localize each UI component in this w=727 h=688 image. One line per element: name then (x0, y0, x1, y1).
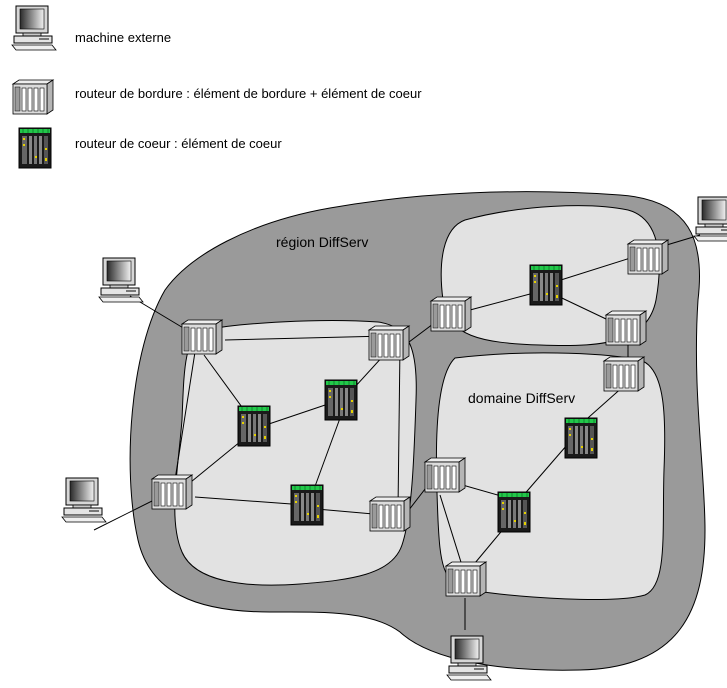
edge-router (445, 561, 487, 597)
external-machine-top-left (98, 257, 144, 303)
edge-router (369, 496, 411, 532)
core-router (324, 379, 358, 421)
core-router (497, 491, 531, 533)
legend-item-edge-router: routeur de bordure : élément de bordure … (12, 79, 422, 115)
edge-router (181, 319, 223, 355)
core-router (564, 417, 598, 459)
edge-router (151, 474, 193, 510)
legend-label-machine: machine externe (75, 30, 171, 45)
edge-router (368, 325, 410, 361)
external-machine-top-right (693, 196, 727, 242)
legend: machine externe routeur de bordure : élé… (11, 5, 422, 169)
computer-icon (11, 5, 57, 51)
domain-label: domaine DiffServ (468, 390, 575, 406)
core-router (237, 405, 271, 447)
legend-item-core-router: routeur de coeur : élément de coeur (18, 127, 282, 169)
legend-label-core-router: routeur de coeur : élément de coeur (75, 136, 282, 151)
legend-label-edge-router: routeur de bordure : élément de bordure … (75, 86, 422, 101)
external-machine-bottom-left (61, 477, 107, 523)
core-router (290, 484, 324, 526)
edge-router (603, 356, 645, 392)
region-label: région DiffServ (276, 234, 368, 250)
edge-router (627, 239, 669, 275)
core-router-icon (18, 127, 52, 169)
edge-router (605, 310, 647, 346)
edge-router-icon (12, 79, 54, 115)
legend-item-machine: machine externe (11, 5, 171, 51)
edge-router (430, 296, 472, 332)
edge-router (424, 457, 466, 493)
core-router (529, 264, 563, 306)
